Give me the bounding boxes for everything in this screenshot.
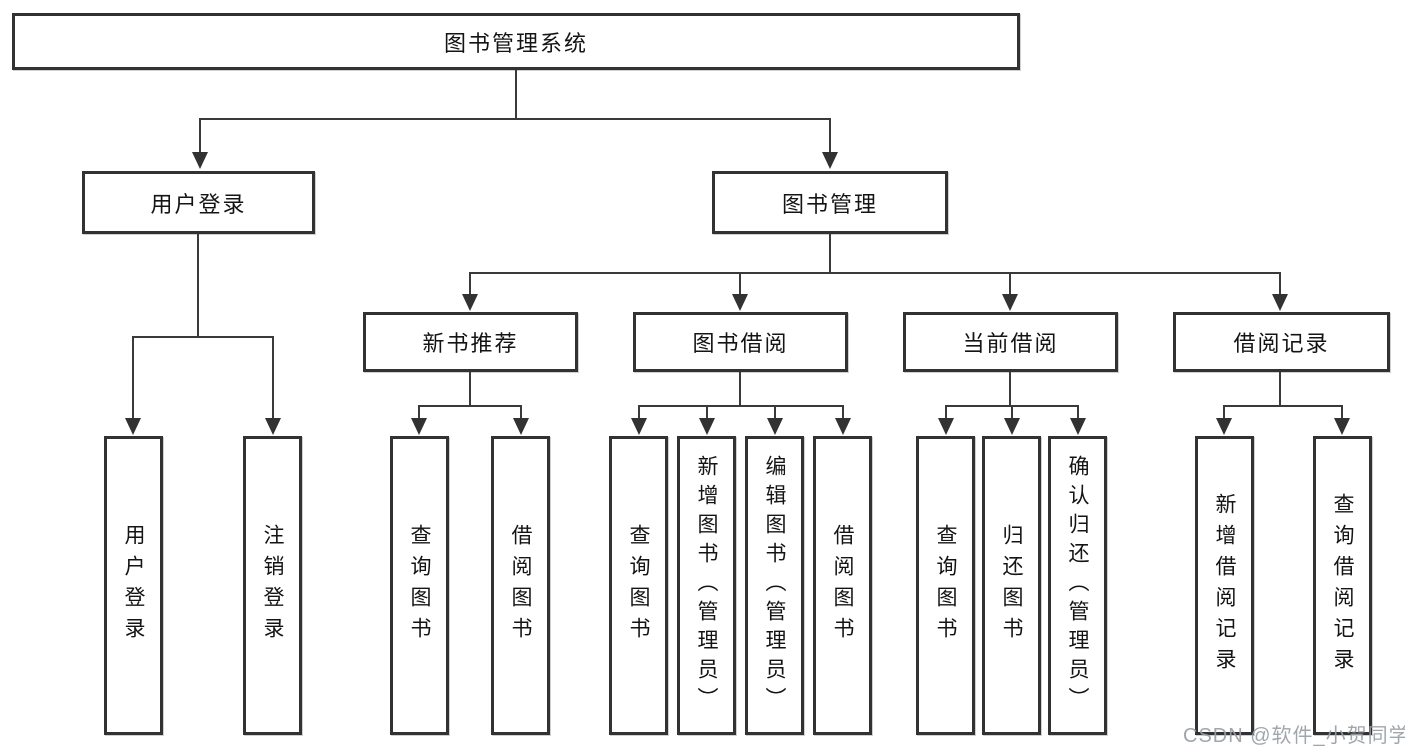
- leaf-borrow-books: 借阅图书: [813, 436, 872, 735]
- node-label: 当前借阅: [962, 331, 1059, 356]
- leaf-confirm-return-admin: 确认归还（管理员）: [1048, 436, 1107, 735]
- node-label: 借阅记录: [1233, 331, 1330, 356]
- leaf-query-books-borrow: 查询图书: [609, 436, 668, 735]
- arrowhead-down-icon: [1002, 294, 1018, 311]
- connector-vline: [1279, 372, 1281, 407]
- node-borrowing-records: 借阅记录: [1173, 312, 1390, 372]
- leaf-query-borrow-record: 查询借阅记录: [1313, 436, 1372, 735]
- node-current-borrowing: 当前借阅: [903, 312, 1118, 372]
- arrowhead-down-icon: [411, 418, 427, 435]
- node-book-management: 图书管理: [712, 171, 948, 234]
- node-label: 新书推荐: [422, 331, 519, 356]
- leaf-label: 归还图书: [1000, 523, 1023, 648]
- connector-vline: [829, 234, 831, 274]
- leaf-label: 查询图书: [408, 523, 431, 648]
- arrowhead-down-icon: [1216, 418, 1232, 435]
- connector-vline: [1077, 406, 1079, 419]
- connector-vline: [469, 372, 471, 407]
- leaf-label: 编辑图书（管理员）: [763, 455, 786, 716]
- connector-vline: [418, 406, 420, 419]
- connector-vline: [638, 406, 640, 419]
- node-book-borrowing: 图书借阅: [633, 312, 848, 372]
- connector-vline: [272, 337, 274, 419]
- connector-vline: [1341, 406, 1343, 419]
- leaf-label: 确认归还（管理员）: [1066, 455, 1089, 716]
- leaf-label: 借阅图书: [509, 523, 532, 648]
- connector-vline: [520, 406, 522, 419]
- arrowhead-down-icon: [1070, 418, 1086, 435]
- node-library-management-system: 图书管理系统: [12, 13, 1020, 70]
- connector-hline: [199, 118, 831, 120]
- arrowhead-down-icon: [767, 418, 783, 435]
- connector-vline: [515, 70, 517, 119]
- connector-hline: [469, 272, 1281, 274]
- node-user-login: 用户登录: [82, 171, 315, 234]
- arrowhead-down-icon: [1272, 294, 1288, 311]
- connector-vline: [739, 372, 741, 407]
- arrowhead-down-icon: [265, 418, 281, 435]
- arrowhead-down-icon: [1334, 418, 1350, 435]
- arrowhead-down-icon: [835, 418, 851, 435]
- node-label: 图书借阅: [692, 331, 789, 356]
- connector-hline: [418, 405, 522, 407]
- arrowhead-down-icon: [822, 152, 838, 169]
- leaf-label: 借阅图书: [831, 523, 854, 648]
- node-label: 图书管理: [781, 191, 878, 217]
- connector-vline: [1009, 273, 1011, 295]
- leaf-return-books: 归还图书: [982, 436, 1041, 735]
- node-new-book-recommend: 新书推荐: [363, 312, 578, 372]
- leaf-label: 查询图书: [627, 523, 650, 648]
- connector-hline: [132, 336, 274, 338]
- arrowhead-down-icon: [513, 418, 529, 435]
- arrowhead-down-icon: [631, 418, 647, 435]
- arrowhead-down-icon: [699, 418, 715, 435]
- connector-vline: [199, 119, 201, 153]
- connector-vline: [829, 119, 831, 153]
- leaf-label: 查询借阅记录: [1331, 492, 1354, 679]
- leaf-label: 查询图书: [934, 523, 957, 648]
- arrowhead-down-icon: [938, 418, 954, 435]
- leaf-query-books-recommend: 查询图书: [390, 436, 449, 735]
- leaf-add-borrow-record: 新增借阅记录: [1195, 436, 1254, 735]
- leaf-label: 用户登录: [122, 523, 145, 648]
- arrowhead-down-icon: [192, 152, 208, 169]
- connector-vline: [1279, 273, 1281, 295]
- connector-vline: [132, 337, 134, 419]
- connector-vline: [842, 406, 844, 419]
- connector-vline: [1009, 372, 1011, 407]
- leaf-label: 注销登录: [261, 523, 284, 648]
- connector-vline: [197, 234, 199, 338]
- leaf-label: 新增图书（管理员）: [695, 455, 718, 716]
- connector-hline: [1223, 405, 1343, 407]
- leaf-add-books-admin: 新增图书（管理员）: [677, 436, 736, 735]
- csdn-watermark: CSDN @软件_小贺同学: [1183, 725, 1405, 747]
- connector-hline: [638, 405, 844, 407]
- connector-vline: [469, 273, 471, 295]
- arrowhead-down-icon: [732, 294, 748, 311]
- leaf-edit-books-admin: 编辑图书（管理员）: [745, 436, 804, 735]
- node-label: 用户登录: [150, 191, 247, 217]
- connector-vline: [1011, 406, 1013, 419]
- leaf-label: 新增借阅记录: [1213, 492, 1236, 679]
- node-label: 图书管理系统: [443, 30, 588, 56]
- connector-vline: [739, 273, 741, 295]
- connector-vline: [945, 406, 947, 419]
- arrowhead-down-icon: [1004, 418, 1020, 435]
- leaf-user-login: 用户登录: [104, 436, 163, 735]
- arrowhead-down-icon: [462, 294, 478, 311]
- leaf-borrow-books-recommend: 借阅图书: [491, 436, 550, 735]
- leaf-logout: 注销登录: [243, 436, 302, 735]
- connector-vline: [1223, 406, 1225, 419]
- arrowhead-down-icon: [125, 418, 141, 435]
- leaf-query-books-current: 查询图书: [916, 436, 975, 735]
- connector-vline: [774, 406, 776, 419]
- connector-vline: [706, 406, 708, 419]
